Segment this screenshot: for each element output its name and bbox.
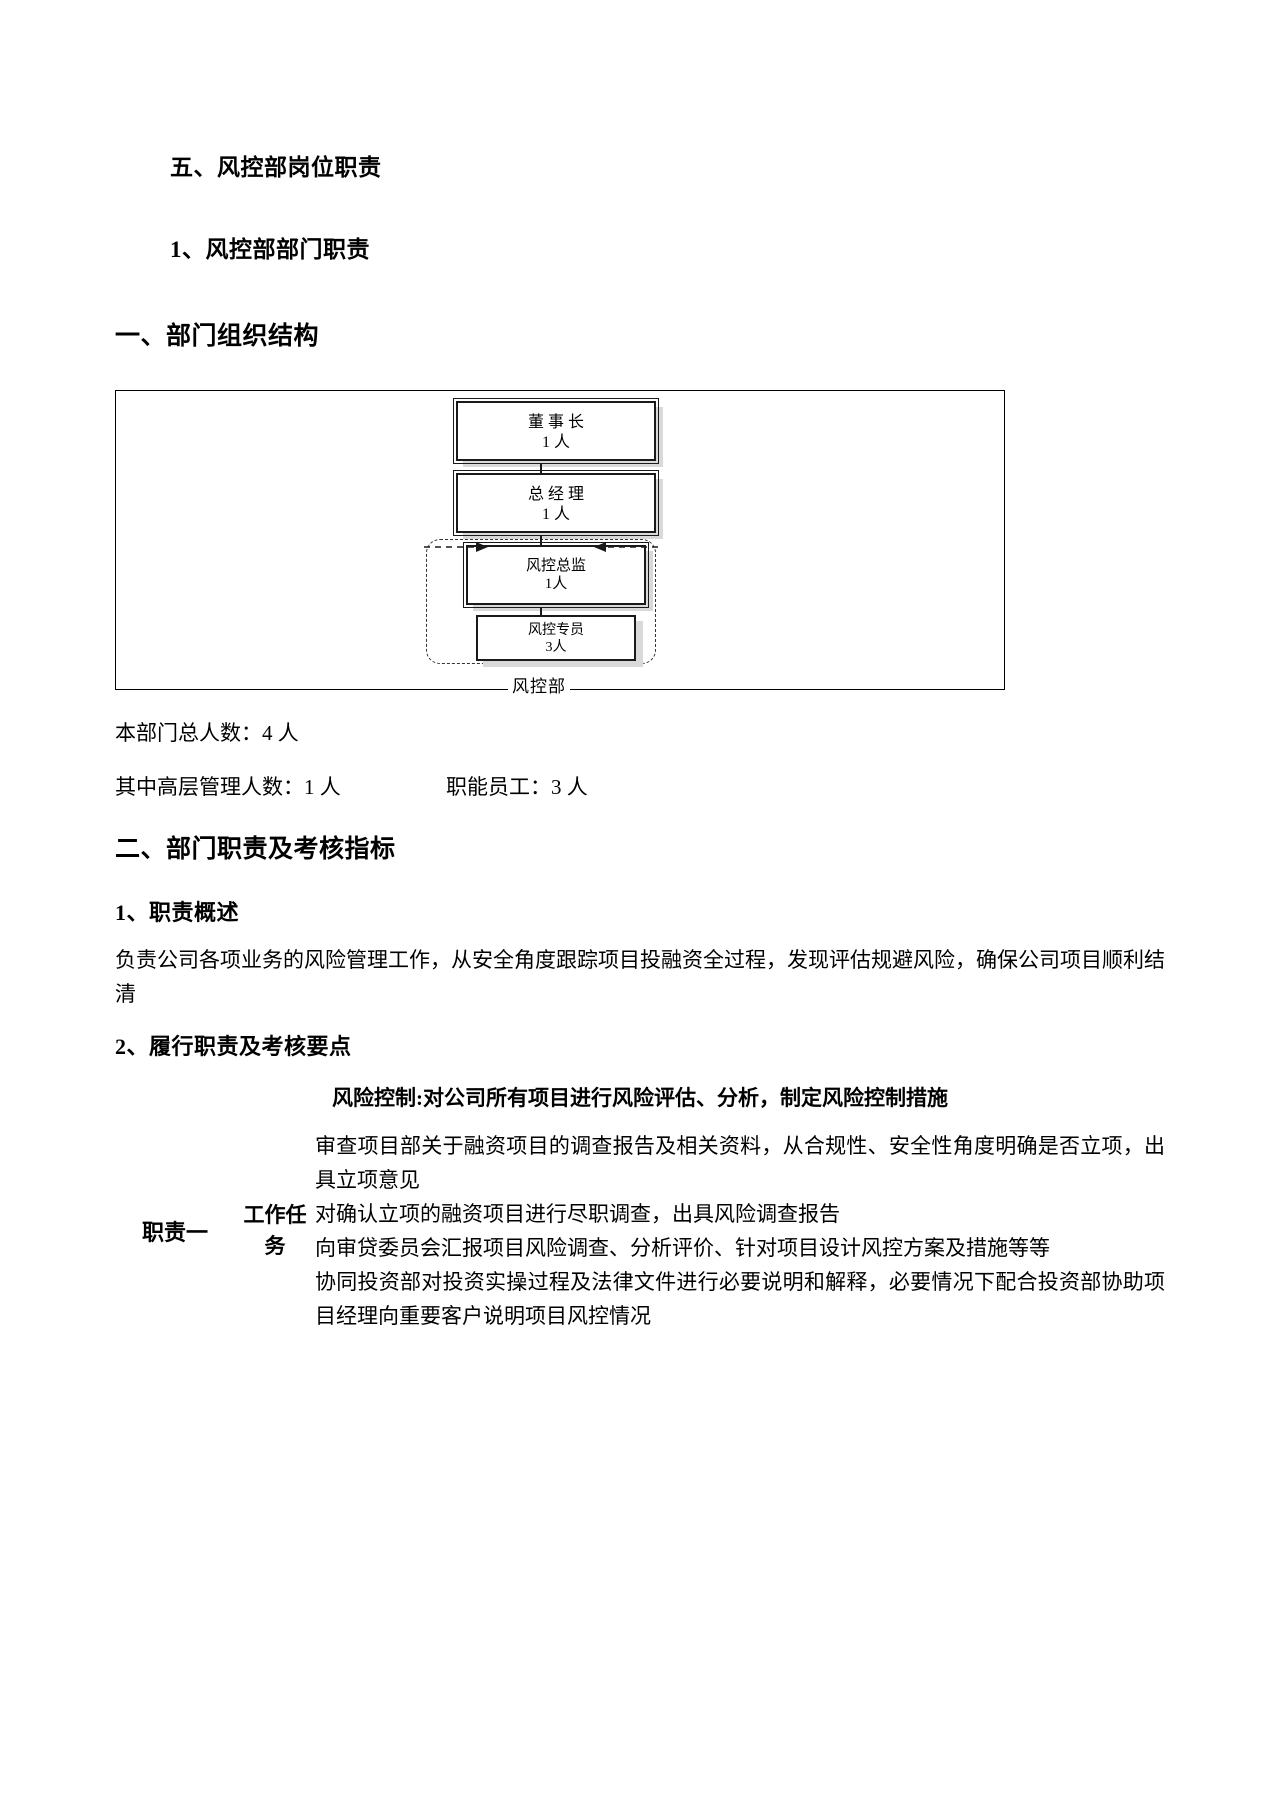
org-node-title: 风控总监 — [525, 558, 586, 574]
duty-row: 职责一 工作任务 审查项目部关于融资项目的调查报告及相关资料，从合规性、安全性角… — [115, 1129, 1165, 1333]
duty-task-list: 审查项目部关于融资项目的调查报告及相关资料，从合规性、安全性角度明确是否立项，出… — [315, 1129, 1165, 1333]
headcount-breakdown-line: 其中高层管理人数：1 人 职能员工：3 人 — [115, 772, 1280, 804]
org-node-count: 3人 — [545, 640, 567, 656]
org-chart-frame: 董 事 长 1 人 总 经 理 1 人 风控总监 1人 风控专员 3人 — [115, 390, 1006, 697]
org-region-label: 风控部 — [508, 672, 570, 697]
region-arrows-icon — [424, 542, 658, 552]
heading-section: 五、风控部岗位职责 — [170, 155, 382, 180]
org-node-title: 风控专员 — [528, 623, 584, 638]
duty-title: 风险控制:对公司所有项目进行风险评估、分析，制定风险控制措施 — [332, 1086, 948, 1111]
heading-duties-and-kpi: 二、部门职责及考核指标 — [115, 836, 396, 863]
heading-subsection: 1、风控部部门职责 — [170, 237, 370, 262]
duty-task-item: 协同投资部对投资实操过程及法律文件进行必要说明和解释，必要情况下配合投资部协助项… — [315, 1269, 1165, 1328]
org-node-risk-specialist: 风控专员 3人 — [476, 615, 636, 661]
org-node-count: 1人 — [544, 576, 568, 593]
duty-overview-paragraph: 负责公司各项业务的风险管理工作，从安全角度跟踪项目投融资全过程，发现评估规避风险… — [115, 948, 1165, 1007]
org-node-title: 董 事 长 — [527, 414, 584, 431]
senior-headcount-label: 其中高层管理人数：1 人 — [115, 774, 341, 799]
org-node-count: 1 人 — [541, 505, 570, 523]
total-headcount-line: 本部门总人数：4 人 — [115, 721, 299, 745]
duty-column-label: 工作任务 — [243, 1203, 307, 1258]
duty-task-item: 对确认立项的融资项目进行尽职调查，出具风险调查报告 — [315, 1201, 840, 1226]
org-chart-canvas: 董 事 长 1 人 总 经 理 1 人 风控总监 1人 风控专员 3人 — [116, 391, 1006, 697]
org-node-risk-director: 风控总监 1人 — [463, 542, 649, 608]
org-node-general-manager: 总 经 理 1 人 — [453, 470, 659, 536]
org-node-title: 总 经 理 — [527, 486, 584, 503]
duty-task-item: 审查项目部关于融资项目的调查报告及相关资料，从合规性、安全性角度明确是否立项，出… — [315, 1133, 1165, 1192]
document-content: 五、风控部岗位职责 1、风控部部门职责 一、部门组织结构 — [115, 155, 1280, 1333]
duty-task-item: 向审贷委员会汇报项目风险调查、分析评价、针对项目设计风控方案及措施等等 — [315, 1235, 1050, 1260]
heading-org-structure: 一、部门组织结构 — [115, 323, 320, 350]
org-node-chairman: 董 事 长 1 人 — [453, 398, 659, 464]
heading-duty-overview: 1、职责概述 — [115, 900, 240, 925]
org-node-count: 1 人 — [541, 433, 570, 451]
staff-headcount-label: 职能员工：3 人 — [446, 774, 588, 799]
heading-duty-points: 2、履行职责及考核要点 — [115, 1034, 352, 1060]
duty-label: 职责一 — [141, 1219, 208, 1245]
